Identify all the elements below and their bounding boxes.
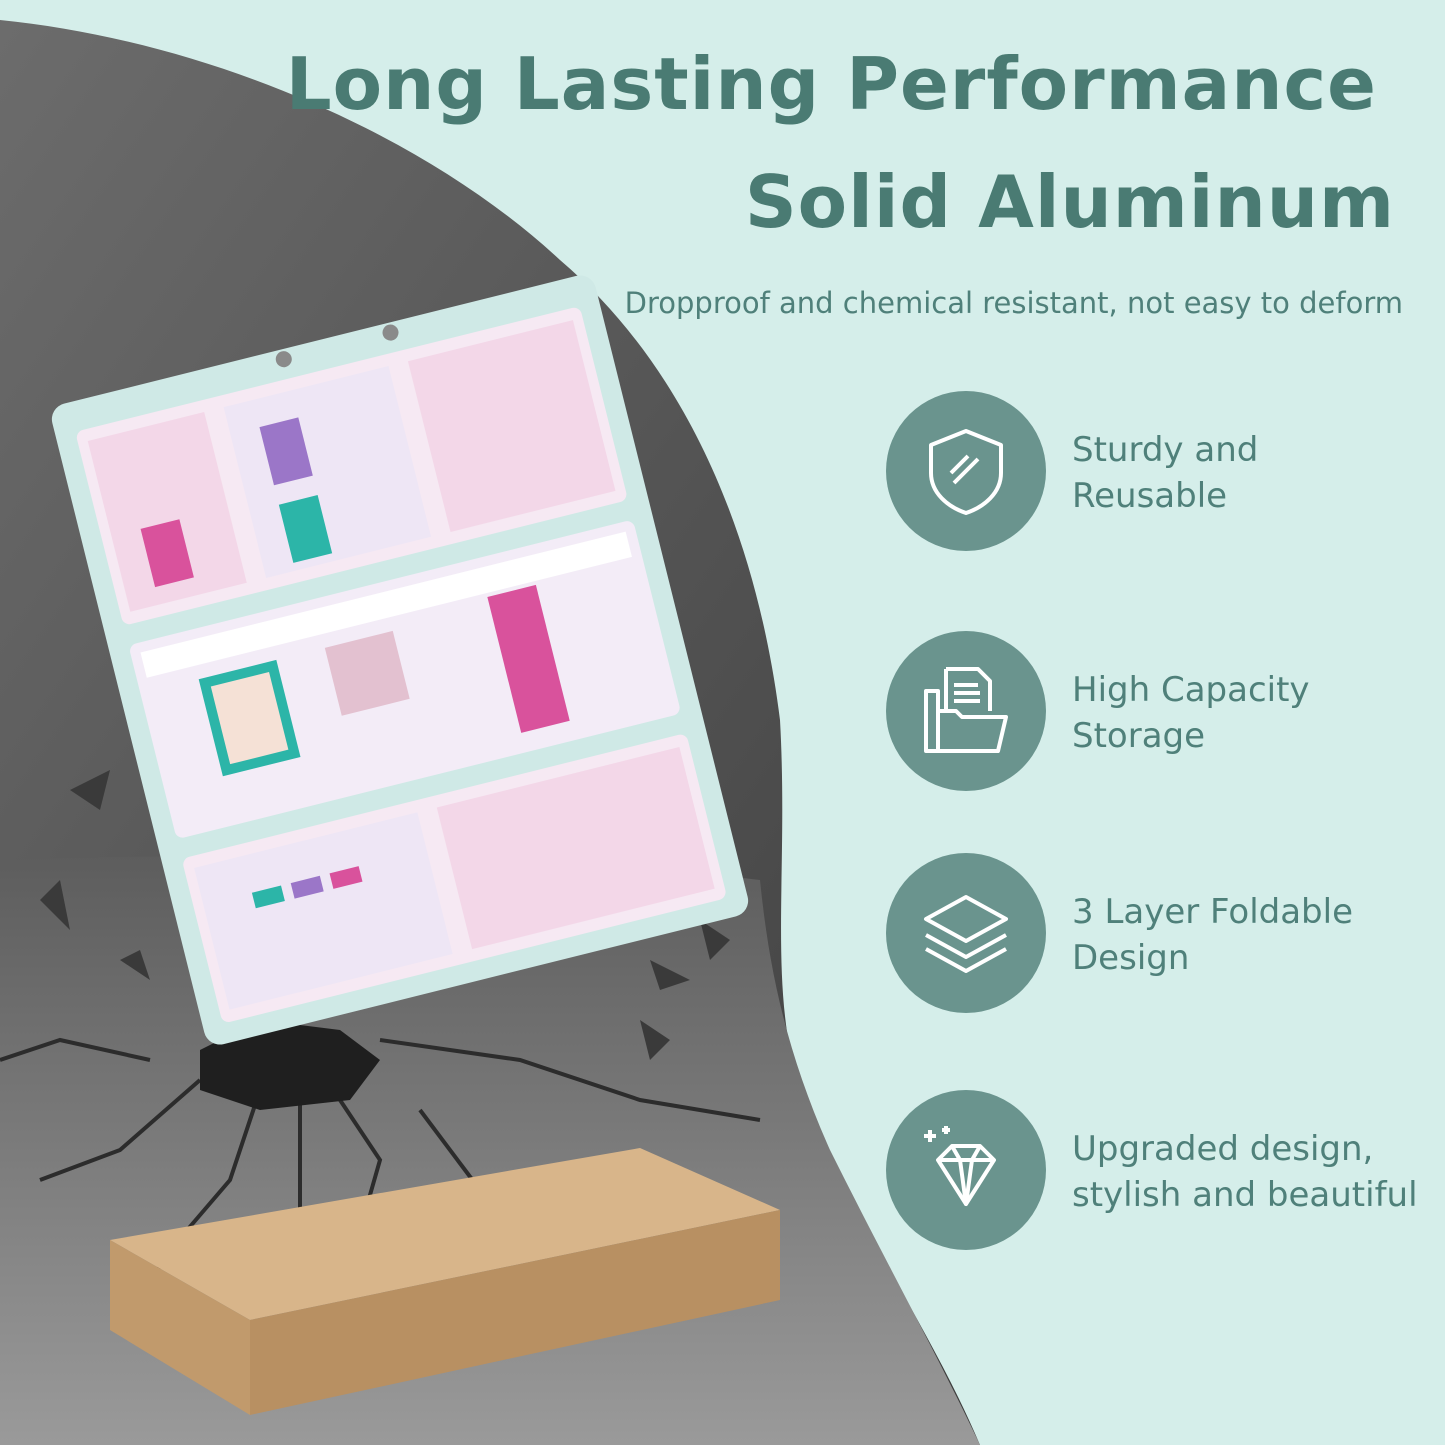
debris-shards (40, 770, 730, 1060)
feature-label-line-1: High Capacity (1072, 670, 1310, 710)
feature-label: Sturdy and Reusable (1072, 427, 1258, 519)
feature-label-line-1: Upgraded design, (1072, 1129, 1374, 1169)
shield-icon (886, 391, 1046, 551)
clipboard (51, 275, 749, 1045)
diamond-icon (886, 1090, 1046, 1250)
folder-document-icon (886, 631, 1046, 791)
impact-hole (200, 1020, 380, 1110)
cardboard-box (110, 1148, 780, 1415)
feature-label: Upgraded design, stylish and beautiful (1072, 1126, 1418, 1218)
feature-design: Upgraded design, stylish and beautiful (886, 1090, 1426, 1250)
headline-line-2: Solid Aluminum (744, 160, 1395, 244)
feature-storage: High Capacity Storage (886, 631, 1426, 791)
feature-label: High Capacity Storage (1072, 667, 1310, 759)
feature-label-line-1: 3 Layer Foldable (1072, 892, 1353, 932)
feature-layers: 3 Layer Foldable Design (886, 853, 1426, 1013)
feature-label-line-2: Design (1072, 938, 1190, 978)
feature-label-line-2: Storage (1072, 716, 1206, 756)
feature-label: 3 Layer Foldable Design (1072, 889, 1353, 981)
layers-icon (886, 853, 1046, 1013)
feature-label-line-1: Sturdy and (1072, 430, 1259, 470)
feature-label-line-2: Reusable (1072, 476, 1228, 516)
subtitle: Dropproof and chemical resistant, not ea… (624, 286, 1403, 320)
feature-sturdy: Sturdy and Reusable (886, 391, 1426, 551)
feature-label-line-2: stylish and beautiful (1072, 1175, 1418, 1215)
headline-line-1: Long Lasting Performance (285, 42, 1377, 126)
